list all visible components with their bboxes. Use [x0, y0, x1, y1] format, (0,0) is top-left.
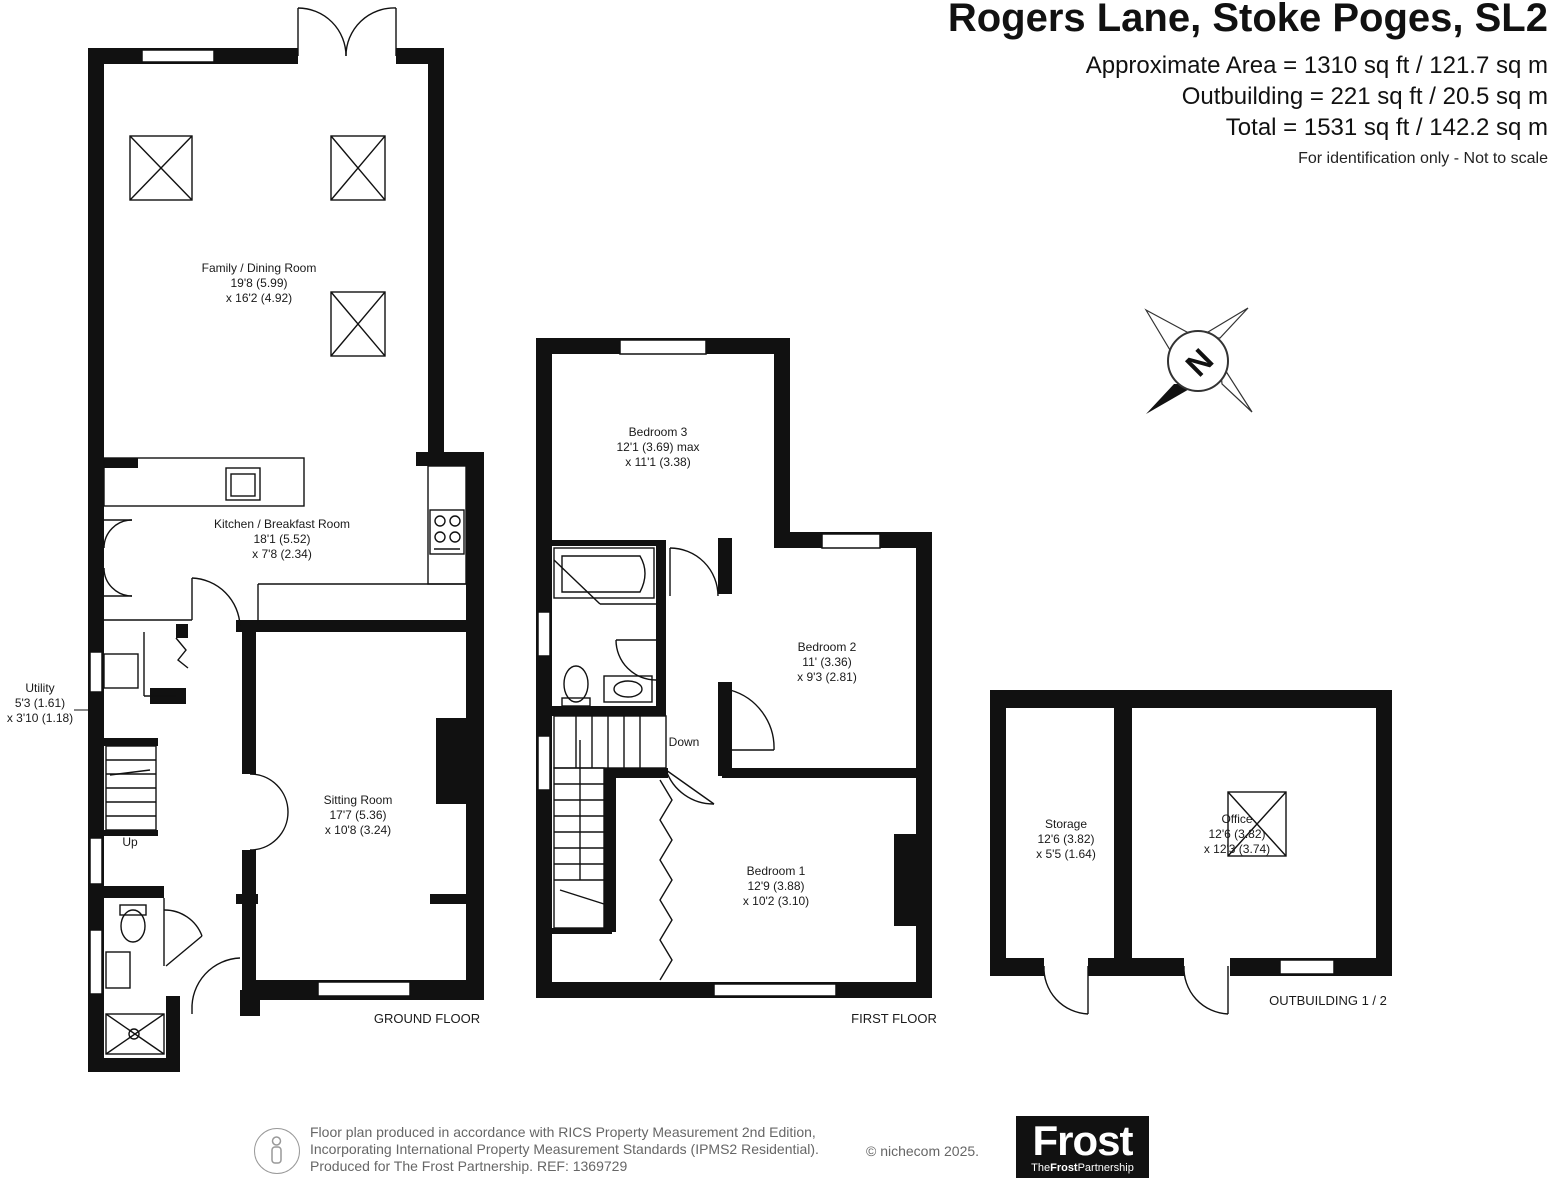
property-title: Rogers Lane, Stoke Poges, SL2: [947, 0, 1548, 40]
storage-dim1: 12'6 (3.82): [1038, 832, 1095, 846]
sitting-room-dim1: 17'7 (5.36): [330, 808, 387, 822]
copyright-notice: © nichecom 2025.: [866, 1143, 980, 1159]
total-area: Total = 1531 sq ft / 142.2 sq m: [1225, 114, 1548, 141]
utility-name: Utility: [25, 681, 54, 695]
first-floor-walls: [536, 338, 932, 998]
kitchen-dim2: x 7'8 (2.34): [252, 547, 312, 561]
logo-wordmark: Frost: [1032, 1117, 1134, 1164]
approximate-area: Approximate Area = 1310 sq ft / 121.7 sq…: [1085, 52, 1548, 79]
logo-subtitle: TheFrostPartnership: [1031, 1162, 1134, 1174]
bedroom2-dim1: 11' (3.36): [802, 655, 851, 669]
bedroom1-dim2: x 10'2 (3.10): [743, 894, 809, 908]
outbuilding-area: Outbuilding = 221 sq ft / 20.5 sq m: [1181, 83, 1548, 110]
first-floor-label: FIRST FLOOR: [851, 1011, 937, 1026]
storage-name: Storage: [1045, 817, 1087, 831]
family-room-name: Family / Dining Room: [202, 261, 317, 275]
bedroom3-name: Bedroom 3: [629, 425, 688, 439]
office-name: Office: [1221, 812, 1252, 826]
sitting-room-dim2: x 10'8 (3.24): [325, 823, 391, 837]
footer-line-2: Incorporating International Property Mea…: [310, 1141, 819, 1157]
utility-dim1: 5'3 (1.61): [15, 696, 65, 710]
stairs-down-label: Down: [669, 735, 700, 749]
family-room-dim1: 19'8 (5.99): [231, 276, 288, 290]
frost-logo: Frost TheFrostPartnership: [1016, 1116, 1149, 1178]
bedroom1-dim1: 12'9 (3.88): [748, 879, 805, 893]
office-dim2: x 12'3 (3.74): [1204, 842, 1270, 856]
outbuilding-label: OUTBUILDING 1 / 2: [1269, 993, 1387, 1008]
bedroom3-dim1: 12'1 (3.69) max: [617, 440, 700, 454]
utility-dim2: x 3'10 (1.18): [7, 711, 73, 725]
ground-floor-label: GROUND FLOOR: [374, 1011, 480, 1026]
stairs-up-label: Up: [122, 835, 138, 849]
measurement-notice: Floor plan produced in accordance with R…: [310, 1124, 870, 1175]
outbuilding-walls: [990, 690, 1392, 976]
footer-line-1: Floor plan produced in accordance with R…: [310, 1124, 816, 1140]
footer-line-3: Produced for The Frost Partnership. REF:…: [310, 1158, 628, 1174]
bedroom2-dim2: x 9'3 (2.81): [797, 670, 857, 684]
kitchen-dim1: 18'1 (5.52): [254, 532, 311, 546]
person-icon: [254, 1128, 300, 1174]
office-dim1: 12'6 (3.82): [1209, 827, 1266, 841]
scale-disclaimer: For identification only - Not to scale: [1298, 150, 1548, 167]
bedroom3-dim2: x 11'1 (3.38): [625, 455, 690, 469]
storage-dim2: x 5'5 (1.64): [1036, 847, 1096, 861]
family-room-dim2: x 16'2 (4.92): [226, 291, 292, 305]
sitting-room-name: Sitting Room: [324, 793, 393, 807]
kitchen-name: Kitchen / Breakfast Room: [214, 517, 350, 531]
bedroom2-name: Bedroom 2: [798, 640, 857, 654]
bedroom1-name: Bedroom 1: [747, 864, 806, 878]
ground-floor-walls: [88, 48, 484, 1072]
compass-icon: N: [1144, 307, 1253, 414]
